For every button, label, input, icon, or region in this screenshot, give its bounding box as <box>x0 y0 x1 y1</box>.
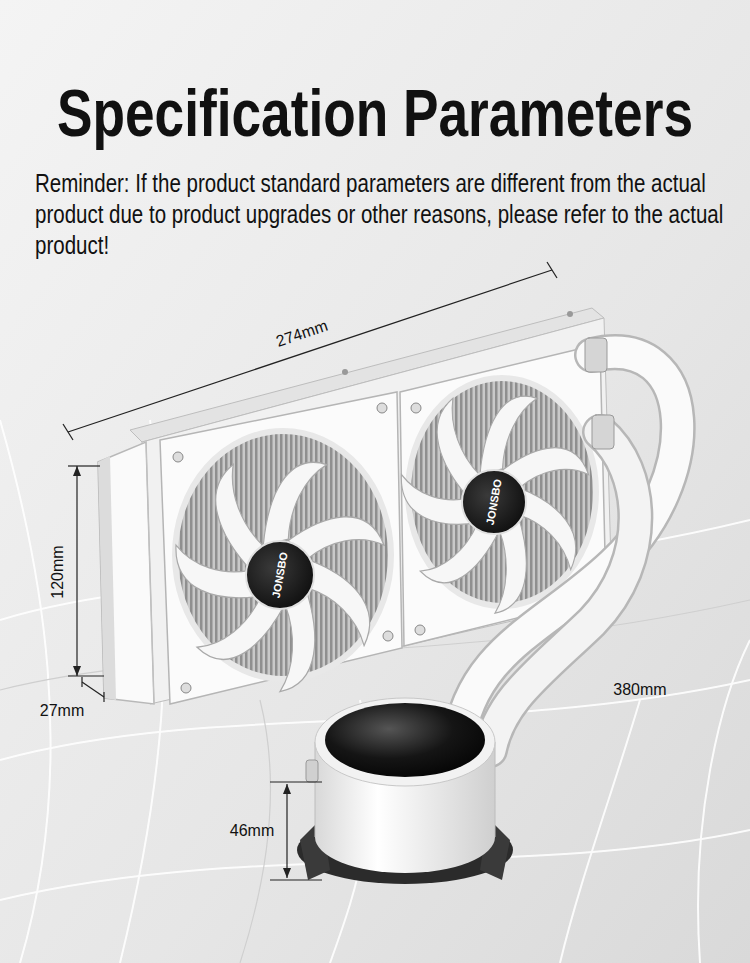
pump-block-part <box>315 742 316 837</box>
fan-left-part <box>383 631 393 641</box>
page-title: Specification Parameters <box>57 80 693 146</box>
radiator-part <box>146 442 154 704</box>
fan-left-part <box>377 403 387 413</box>
dimension-lines-part <box>68 465 100 466</box>
coolant-tubes-part <box>490 432 635 750</box>
radiator-part <box>98 442 154 704</box>
dimension-arrowheads-part <box>283 784 291 794</box>
fan-left-part <box>175 431 391 679</box>
fan-blades-part <box>247 447 336 557</box>
dimension-lines <box>63 262 557 880</box>
pump-block-part <box>315 698 495 786</box>
fan-left <box>160 392 402 704</box>
fan-right-part <box>408 378 596 606</box>
pump-block <box>297 698 513 884</box>
dimension-lines-part <box>63 424 73 440</box>
dimension-lines-part <box>547 262 557 278</box>
pump-block-part <box>495 742 496 837</box>
dimension-arrowheads <box>73 466 291 878</box>
fan-blades <box>165 447 384 698</box>
fan-left-part <box>173 452 183 462</box>
coolant-tubes-part <box>490 432 635 750</box>
fan-right-part <box>462 470 526 534</box>
radiator-part <box>98 456 116 700</box>
pump-block-part <box>306 760 318 782</box>
dimension-lines-part <box>68 270 552 432</box>
coolant-tubes <box>458 338 678 750</box>
dimension-arrowheads-part <box>73 466 81 476</box>
fan-right-part <box>411 403 421 413</box>
dimension-lines-part <box>82 682 104 697</box>
dimension-label: 46mm <box>230 822 274 840</box>
fan-right-part <box>408 378 596 606</box>
fan-blades <box>391 381 588 619</box>
dimension-lines-part <box>286 784 287 878</box>
radiator-part <box>342 369 348 375</box>
reminder-note: Reminder: If the product standard parame… <box>35 168 732 261</box>
dimension-arrowheads-part <box>73 666 81 676</box>
dimension-lines-part <box>76 466 77 676</box>
dimension-lines-part <box>270 781 322 782</box>
coolant-tubes-part <box>585 338 607 372</box>
background-grid <box>0 420 750 963</box>
fan-left-part <box>181 683 191 693</box>
dimension-lines-part <box>68 675 104 676</box>
fan-left-part <box>246 541 314 609</box>
fan-left-part <box>160 392 402 704</box>
fan-left-part <box>175 431 391 679</box>
radiator-part <box>567 311 573 317</box>
background-grid-part <box>0 420 51 963</box>
background-grid-part <box>698 640 750 963</box>
dimension-label: 380mm <box>613 681 666 699</box>
dimension-lines-part <box>270 879 322 880</box>
coolant-tubes-part <box>592 415 614 449</box>
fan-blades-part <box>465 381 545 485</box>
dimension-arrowheads-part <box>283 868 291 878</box>
dimension-label: 120mm <box>49 545 67 598</box>
dimension-lines-part <box>81 677 82 687</box>
dimension-lines-part <box>103 692 104 702</box>
background-grid-part <box>560 700 640 963</box>
fan-right-part <box>415 625 425 635</box>
pump-block-part <box>325 703 485 777</box>
dimension-label: 27mm <box>40 702 84 720</box>
